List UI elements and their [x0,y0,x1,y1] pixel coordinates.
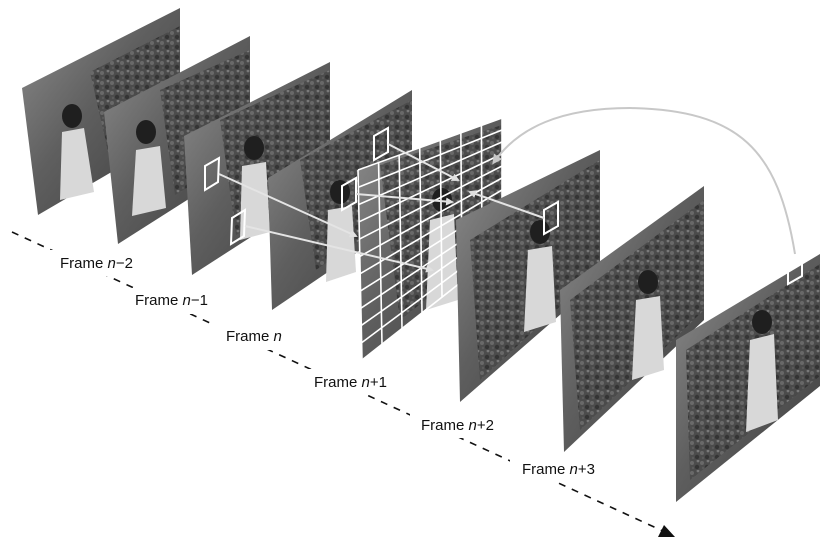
frame-label-variable: n [183,292,191,309]
search-grid-overlay [357,117,503,361]
block-frame-n-plus-1-middle [341,176,357,212]
grid-line-horizontal [359,177,503,258]
grid-line-horizontal [357,117,503,171]
frame-label-background [122,288,242,314]
frame-image-far [676,254,820,502]
motion-arrow-long-curve [492,106,796,255]
frame-label-background [48,250,168,276]
frame-label-variable: n [570,461,578,478]
block-far-frame [787,248,803,286]
frame-label-variable: n [362,374,370,391]
block-frame-n-plus-1-upper [373,126,389,162]
motion-arrow-3 [387,143,460,181]
frame-label-prefix: Frame [135,292,183,309]
frame-label-background [410,412,528,438]
frame-label-suffix: −2 [116,255,133,272]
frame-label-background [214,324,314,350]
frame-label-prefix: Frame [226,328,274,345]
frame-label-prefix: Frame [522,461,570,478]
frame-label-background [510,456,628,482]
time-axis-arrowhead [658,525,675,537]
grid-line-vertical [418,147,423,313]
grid-line-horizontal [359,165,503,240]
frame-image-n-plus-2 [456,150,600,402]
frame-label-suffix: +2 [477,417,494,434]
frame-label-suffix: +1 [370,374,387,391]
grid-line-vertical [398,155,403,329]
frame-label-prefix: Frame [60,255,108,272]
block-frame-n-plus-2 [543,200,559,236]
block-frame-n-upper [204,156,221,192]
frame-label: Frame n+2 [421,417,494,434]
frame-label: Frame n+1 [314,374,387,391]
motion-arrow-5 [468,190,545,219]
grid-line-vertical [439,140,443,298]
frame-label-prefix: Frame [421,417,469,434]
motion-arrow-1 [218,173,358,238]
motion-arrow-2 [244,225,434,273]
frame-image-n-plus-3 [560,186,704,452]
frame-label: Frame n [226,328,282,345]
frame-label: Frame n+3 [522,461,595,478]
grid-line-vertical [357,169,363,361]
frame-label-variable: n [274,328,282,345]
frame-label-variable: n [469,417,477,434]
frame-label: Frame n−2 [60,255,133,272]
grid-line-horizontal [359,189,503,275]
frame-label-prefix: Frame [314,374,362,391]
grid-line-horizontal [358,129,503,189]
frame-label-variable: n [108,255,116,272]
frame-label-background [302,369,420,395]
motion-arrow-4 [355,193,454,206]
frame-label: Frame n−1 [135,292,208,309]
frame-label-suffix: −1 [191,292,208,309]
block-frame-n-lower [229,208,247,246]
frame-label-suffix: +3 [578,461,595,478]
grid-line-horizontal [358,141,503,206]
grid-line-vertical [377,162,383,345]
frame-image-n [184,62,330,275]
grid-line-horizontal [358,153,503,223]
